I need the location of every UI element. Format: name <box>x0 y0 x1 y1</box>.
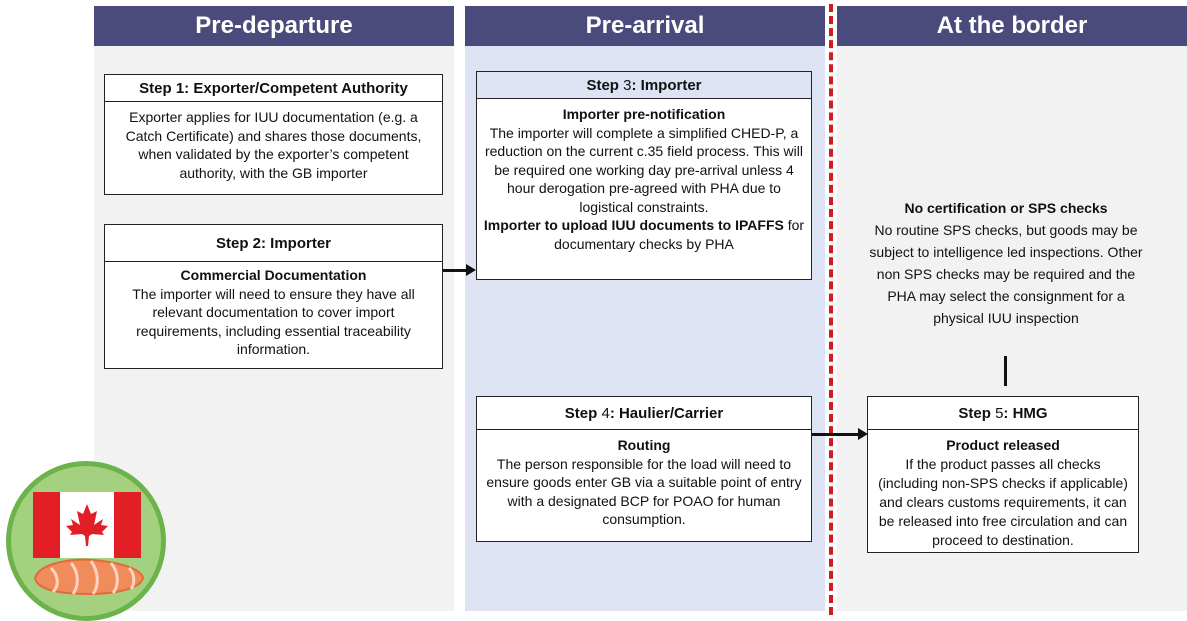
step3-body: The importer will complete a simplified … <box>484 124 803 215</box>
arrow-head-icon <box>466 264 476 276</box>
step5-heading: Product released <box>946 437 1060 453</box>
step2-title: Step 2: Importer <box>105 225 442 262</box>
arrow-step4-to-step5 <box>812 433 859 436</box>
note-to-step5-connector <box>1004 356 1007 386</box>
step4-box: Step 4: Haulier/Carrier Routing The pers… <box>476 396 812 542</box>
arrow-head-icon <box>858 428 868 440</box>
canada-flag-icon <box>33 492 141 558</box>
arrow-step2-to-step3 <box>443 269 467 272</box>
canada-salmon-logo <box>6 461 166 621</box>
step2-body: The importer will need to ensure they ha… <box>132 285 415 358</box>
header-pre-departure: Pre-departure <box>94 6 454 46</box>
step1-body: Exporter applies for IUU documentation (… <box>125 109 422 181</box>
step4-title: Step 4: Haulier/Carrier <box>477 397 811 430</box>
border-divider-line <box>829 4 833 615</box>
border-note-heading: No certification or SPS checks <box>904 200 1108 216</box>
step3-box: Step 3: Importer Importer pre-notificati… <box>476 71 812 280</box>
step1-box: Step 1: Exporter/Competent Authority Exp… <box>104 74 443 195</box>
step5-body: If the product passes all checks (includ… <box>878 456 1128 548</box>
border-note-body: No routine SPS checks, but goods may be … <box>869 222 1143 326</box>
step4-heading: Routing <box>617 437 671 453</box>
step2-box: Step 2: Importer Commercial Documentatio… <box>104 224 443 369</box>
step1-title: Step 1: Exporter/Competent Authority <box>105 75 442 102</box>
step3-upload-note: Importer to upload IUU documents to IPAF… <box>483 217 805 252</box>
header-pre-arrival: Pre-arrival <box>465 6 825 46</box>
step5-title: Step 5: HMG <box>868 397 1138 430</box>
border-checks-note: No certification or SPS checks No routin… <box>866 197 1146 329</box>
step3-heading: Importer pre-notification <box>562 106 726 122</box>
header-at-border: At the border <box>837 6 1187 46</box>
step3-title: Step 3: Importer <box>477 72 811 99</box>
salmon-fillet-icon <box>33 558 145 596</box>
step5-box: Step 5: HMG Product released If the prod… <box>867 396 1139 553</box>
step4-body: The person responsible for the load will… <box>486 455 802 528</box>
step2-heading: Commercial Documentation <box>180 267 367 283</box>
